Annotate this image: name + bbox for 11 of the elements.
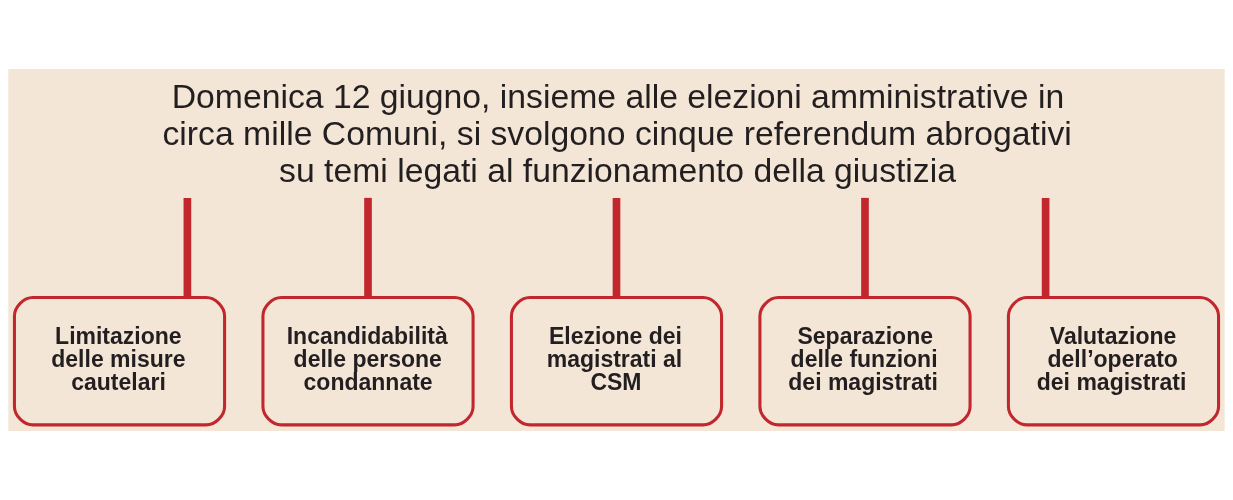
connector	[364, 197, 372, 298]
node-box: Incandidabilità delle persone condannate	[261, 296, 475, 427]
node-box: Separazione delle funzioni dei magistrati	[758, 296, 972, 427]
connector	[1041, 197, 1050, 298]
connector	[612, 197, 621, 298]
connector	[861, 197, 869, 298]
node-box: Elezione dei magistrati al CSM	[509, 296, 724, 427]
node-text: Domenica 12 giugno, insieme alle elezioni amministrative in circa mille Comuni, si svolgono cinque referendum abrogativi su temi legati al funzionamento della giustizia	[162, 77, 1072, 189]
node-box: Valutazione dell’operato dei magistrati	[1006, 296, 1221, 427]
connector	[183, 197, 192, 298]
node-box: Limitazione delle misure cautelari	[12, 296, 227, 427]
